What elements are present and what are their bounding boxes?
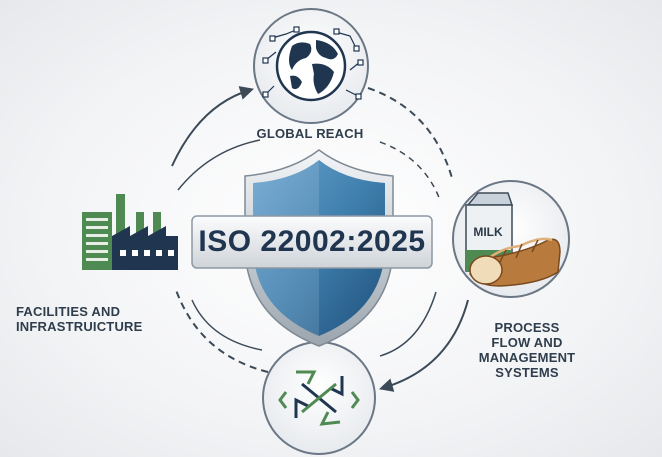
title-banner [191,215,433,269]
process-label-line: MANAGEMENT [478,349,576,365]
arc-inner-bottom-right [379,291,437,357]
arc-inner-top-right [379,141,441,201]
arc-inner-bottom-left [191,299,263,351]
process-label-line: FLOW AND [491,334,563,350]
standard-title: ISO 22002:2025 [198,225,426,258]
process-node [452,180,570,298]
facilities-label-line: INFRASTRUICTURE [16,318,143,334]
process-label-line: SYSTEMS [495,364,559,380]
recycle-arrows-icon [278,370,360,426]
arc-inner-top-left [177,139,261,191]
global-reach-label: GLOBAL REACH [256,126,364,141]
arc-top-right [367,87,453,179]
arc-right-bottom [378,299,469,392]
arc-left-top [171,86,255,167]
facilities-label-line: FACILITIES AND [16,304,121,319]
cycle-arrows [171,86,469,392]
milk-carton-label: MILK [473,225,503,239]
cycle-node [262,341,376,455]
global-reach-node [253,8,369,124]
arc-bottom-left [175,289,269,373]
process-label-line: PROCESS [494,320,560,335]
globe-network-icon [262,26,364,102]
process-label: PROCESS FLOW AND MANAGEMENT SYSTEMS [452,320,602,381]
factory-icon [82,194,178,270]
milk-bread-icon [465,192,561,287]
facilities-label: FACILITIES AND INFRASTRUICTURE [16,304,196,335]
